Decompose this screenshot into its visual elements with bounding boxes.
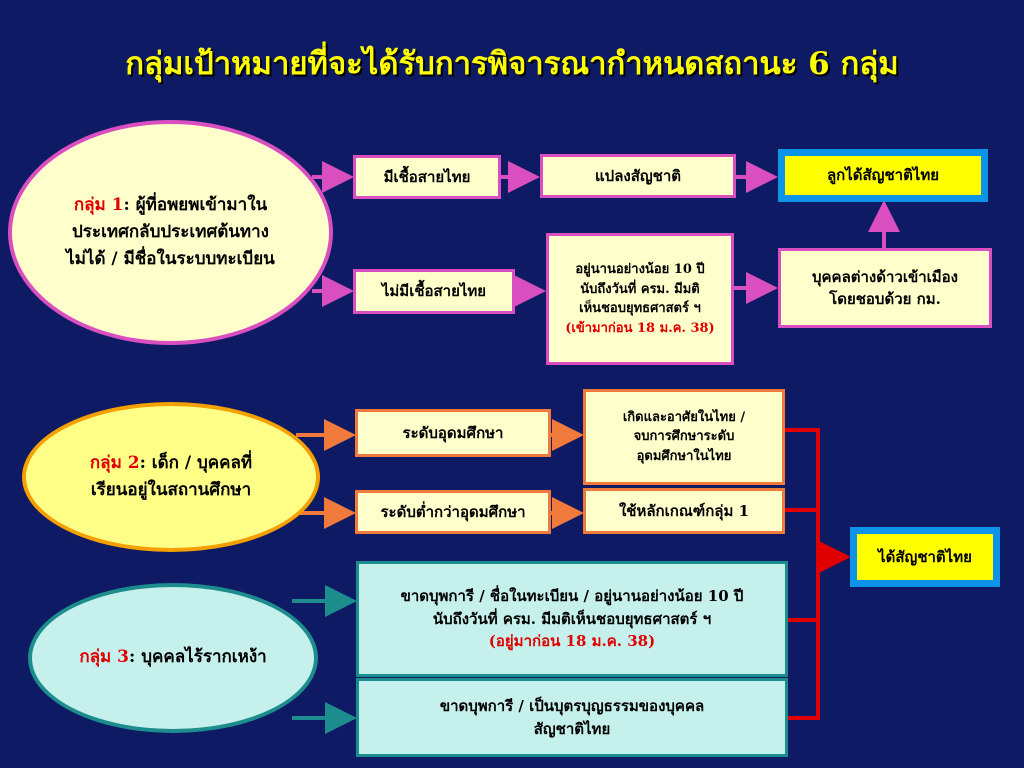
higher-ed-box: ระดับอุดมศึกษา	[355, 409, 551, 457]
higher-ed-label: ระดับอุดมศึกษา	[402, 423, 504, 442]
rootless-line1: ขาดบุพการี / ชื่อในทะเบียน / อยู่นานอย่า…	[400, 587, 744, 606]
below-higher-ed-box: ระดับต่ำกว่าอุดมศึกษา	[355, 490, 551, 534]
use-group1-criteria-box: ใช้หลักเกณฑ์กลุ่ม 1	[583, 488, 785, 534]
no-thai-blood-label: ไม่มีเชื้อสายไทย	[381, 282, 487, 301]
immigrant-box: บุคคลต่างด้าวเข้าเมือง โดยชอบด้วย กม.	[778, 248, 992, 328]
residence-line1: อยู่นานอย่างน้อย 10 ปี	[575, 262, 705, 277]
naturalize-label: แปลงสัญชาติ	[595, 166, 681, 185]
group1-line1: : ผู้ที่อพยพเข้ามาใน	[123, 194, 268, 215]
thai-blood-label: มีเชื้อสายไทย	[383, 167, 471, 186]
child-thai-box: ลูกได้สัญชาติไทย	[778, 149, 988, 202]
group3-line1: : บุคคลไร้รากเหง้า	[129, 647, 267, 668]
adopted-box: ขาดบุพการี / เป็นบุตรบุญธรรมของบุคคล สัญ…	[356, 678, 788, 757]
rootless-line2: นับถึงวันที่ ครม. มีมติเห็นชอบยุทธศาสตร์…	[432, 609, 712, 628]
page-title: กลุ่มเป้าหมายที่จะได้รับการพิจารณากำหนดส…	[125, 46, 899, 82]
group2-prefix: กลุ่ม 2	[89, 452, 140, 473]
adopted-line2: สัญชาติไทย	[533, 719, 611, 738]
group1-prefix: กลุ่ม 1	[73, 194, 124, 215]
thai-nationality-box: ได้สัญชาติไทย	[850, 527, 1000, 587]
naturalize-box: แปลงสัญชาติ	[540, 154, 736, 198]
residence-line2: นับถึงวันที่ ครม. มีมติ	[580, 281, 700, 297]
merge-line-born	[785, 428, 820, 557]
rootless-residence-box: ขาดบุพการี / ชื่อในทะเบียน / อยู่นานอย่า…	[356, 561, 788, 677]
born-line3: อุดมศึกษาในไทย	[636, 448, 732, 464]
below-higher-ed-label: ระดับต่ำกว่าอุดมศึกษา	[380, 502, 526, 521]
rootless-note: (อยู่มาก่อน 18 ม.ค. 38)	[488, 632, 656, 651]
no-thai-blood-box: ไม่มีเชื้อสายไทย	[353, 269, 515, 314]
group2-line1: : เด็ก / บุคคลที่	[139, 452, 253, 473]
immigrant-line1: บุคคลต่างด้าวเข้าเมือง	[811, 267, 958, 286]
born-line2: จบการศึกษาระดับ	[633, 429, 735, 445]
thai-blood-box: มีเชื้อสายไทย	[353, 155, 501, 199]
group2-line2: เรียนอยู่ในสถานศึกษา	[90, 480, 252, 500]
use-group1-label: ใช้หลักเกณฑ์กลุ่ม 1	[618, 501, 750, 520]
residence-note: (เข้ามาก่อน 18 ม.ค. 38)	[565, 320, 715, 336]
group3-prefix: กลุ่ม 3	[79, 647, 129, 668]
residence-box: อยู่นานอย่างน้อย 10 ปี นับถึงวันที่ ครม.…	[546, 233, 734, 365]
merge-line-adopted	[788, 620, 820, 720]
group2-oval: กลุ่ม 2: เด็ก / บุคคลที่ เรียนอยู่ในสถาน…	[22, 402, 320, 552]
adopted-line1: ขาดบุพการี / เป็นบุตรบุญธรรมของบุคคล	[439, 697, 705, 715]
thai-nationality-label: ได้สัญชาติไทย	[878, 547, 972, 566]
born-line1: เกิดและอาศัยในไทย /	[622, 409, 746, 425]
merge-line-rootless	[788, 557, 820, 622]
group1-line2: ประเทศกลับประเทศต้นทาง	[72, 221, 269, 242]
group1-line3: ไม่ได้ / มีชื่อในระบบทะเบียน	[66, 249, 275, 270]
group3-oval: กลุ่ม 3: บุคคลไร้รากเหง้า	[28, 583, 318, 733]
group1-oval: กลุ่ม 1: ผู้ที่อพยพเข้ามาใน ประเทศกลับปร…	[8, 120, 333, 345]
immigrant-line2: โดยชอบด้วย กม.	[829, 290, 941, 308]
born-in-thailand-box: เกิดและอาศัยในไทย / จบการศึกษาระดับ อุดม…	[583, 389, 785, 485]
residence-line3: เห็นชอบยุทธศาสตร์ ฯ	[579, 301, 701, 316]
child-thai-label: ลูกได้สัญชาติไทย	[826, 166, 940, 185]
